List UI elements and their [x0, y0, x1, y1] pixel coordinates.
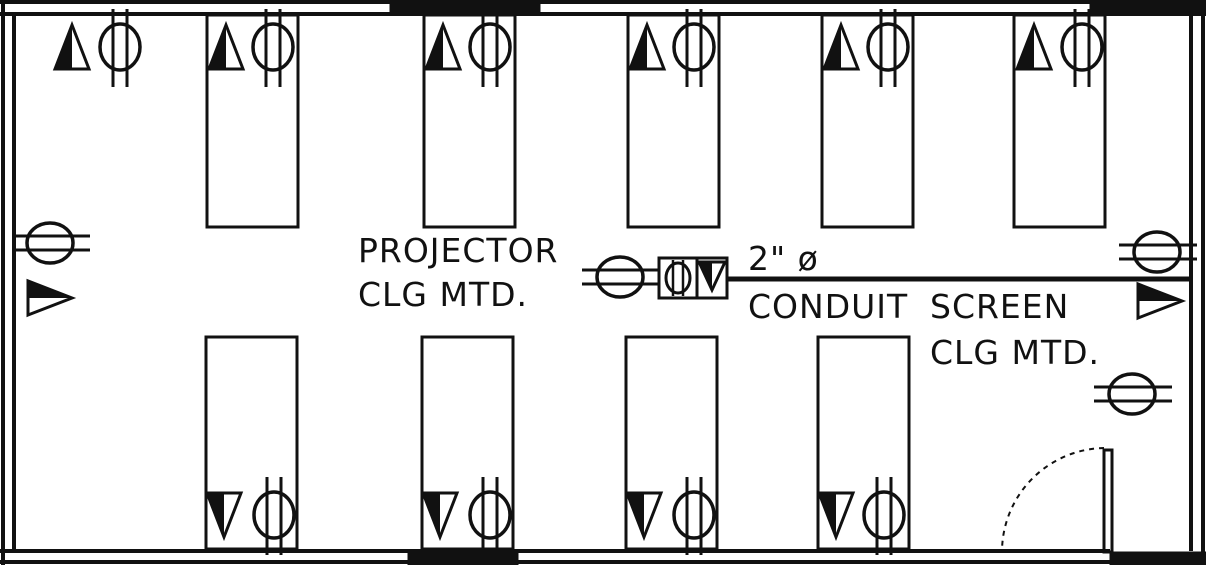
projector-receptacle-icon — [580, 255, 662, 299]
data-outlet-icon — [822, 23, 860, 71]
door-leaf — [1102, 448, 1114, 554]
data-outlet-icon — [1136, 282, 1184, 320]
duplex-receptacle-icon — [251, 7, 295, 89]
bottom-wall-block-2 — [1109, 551, 1206, 565]
screen-label-line1: SCREEN — [930, 287, 1069, 326]
right-wall-outlets — [1092, 230, 1199, 416]
table — [205, 13, 300, 229]
data-outlet-icon — [1015, 23, 1053, 71]
door-swing-arc — [1001, 447, 1105, 553]
outlet-group-top — [822, 7, 910, 89]
data-outlet-icon — [207, 23, 245, 71]
top-wall-block-2 — [1089, 0, 1206, 14]
duplex-receptacle-icon — [1092, 372, 1174, 416]
duplex-receptacle-icon — [252, 475, 296, 557]
duplex-receptacle-icon — [866, 7, 910, 89]
projector-box-icon — [657, 256, 729, 300]
top-wall-block-1 — [389, 0, 541, 14]
duplex-receptacle-icon — [1117, 230, 1199, 274]
door — [1001, 447, 1114, 554]
tables-bottom-row — [204, 335, 911, 551]
duplex-receptacle-icon — [672, 475, 716, 557]
table — [420, 335, 515, 551]
data-outlet-icon — [625, 491, 663, 539]
data-outlet-icon — [205, 491, 243, 539]
conduit-size-label: 2" ø — [748, 239, 819, 278]
wall-blocks — [389, 0, 1206, 565]
outlet-group-bottom — [625, 475, 716, 557]
duplex-receptacle-icon — [468, 7, 512, 89]
conduit-label: CONDUIT — [748, 287, 908, 326]
outlet-group-top — [424, 7, 512, 89]
outlet-group-bottom — [817, 475, 906, 557]
outlet-group-top — [207, 7, 295, 89]
duplex-receptacle-icon — [862, 475, 906, 557]
data-outlet-icon — [817, 491, 855, 539]
data-outlet-icon — [424, 23, 462, 71]
duplex-receptacle-icon — [10, 221, 92, 265]
duplex-receptacle-icon — [672, 7, 716, 89]
projector-label-line2: CLG MTD. — [358, 275, 528, 314]
table — [204, 335, 299, 551]
table — [820, 13, 915, 229]
table — [422, 13, 517, 229]
screen-label-line2: CLG MTD. — [930, 333, 1100, 372]
tables-top-row — [205, 13, 1107, 229]
projector-assembly — [580, 255, 1190, 300]
table — [1012, 13, 1107, 229]
outlet-group-bottom — [421, 475, 512, 557]
outlet-group-top — [1015, 7, 1104, 89]
table — [816, 335, 911, 551]
outlet-group-top — [53, 7, 142, 89]
data-outlet-icon — [26, 279, 74, 317]
left-wall-outlets — [10, 221, 92, 317]
duplex-receptacle-icon — [1060, 7, 1104, 89]
bottom-wall-block-1 — [407, 551, 519, 565]
data-outlet-icon — [628, 23, 666, 71]
outlet-group-top — [628, 7, 716, 89]
table — [626, 13, 721, 229]
data-outlet-icon — [421, 491, 459, 539]
duplex-receptacle-icon — [468, 475, 512, 557]
duplex-receptacle-icon — [98, 7, 142, 89]
outlet-group-bottom — [205, 475, 296, 557]
projector-label-line1: PROJECTOR — [358, 231, 559, 270]
data-outlet-icon — [53, 23, 91, 71]
table — [624, 335, 719, 551]
